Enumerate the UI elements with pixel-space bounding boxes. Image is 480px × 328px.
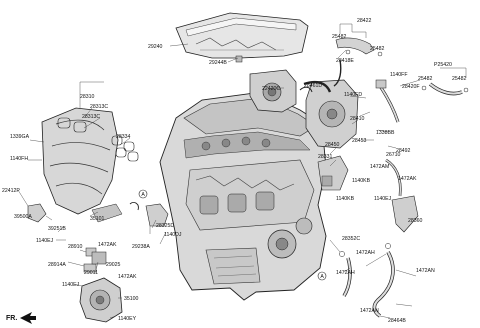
label-28418E: 28418E — [336, 58, 354, 64]
label-35101: 35101 — [90, 216, 105, 222]
throttle-body — [249, 69, 297, 113]
reference-marker-a-1-text: A — [141, 192, 145, 198]
label-28492: 28492 — [396, 148, 411, 154]
electronic-throttle-assembly — [79, 277, 123, 323]
intercooler-pipe — [303, 79, 400, 123]
intercooler-hoses — [333, 37, 469, 96]
front-direction-label: FR. — [6, 315, 17, 322]
label-1140EJ-2: 1140EJ — [62, 282, 80, 288]
oil-cooler — [317, 155, 349, 191]
label-28310: 28310 — [80, 94, 95, 100]
label-29240: 29240 — [148, 44, 163, 50]
label-28420F: 28420F — [402, 84, 420, 90]
label-1472AK-l2: 1472AK — [118, 274, 137, 280]
label-1140EJ-1: 1140EJ — [36, 238, 54, 244]
label-28334: 28334 — [116, 134, 131, 140]
label-28410: 28410 — [350, 116, 365, 122]
label-1140KB: 1140KB — [352, 178, 371, 184]
label-1472AH-2: 1472AH — [336, 270, 355, 276]
label-28325D: 28325D — [156, 223, 174, 229]
label-1472AH-1: 1472AH — [356, 250, 375, 256]
front-arrow-icon — [20, 312, 36, 324]
label-35100: 35100 — [124, 296, 139, 302]
label-1472AN-2: 1472AN — [360, 308, 379, 314]
label-39500A: 39500A — [14, 214, 32, 220]
coolant-hoses — [339, 243, 395, 318]
label-39251B: 39251B — [48, 226, 66, 232]
label-1472AN-1: 1472AN — [416, 268, 435, 274]
sensor-part — [27, 203, 47, 223]
reference-marker-a-2: A — [317, 271, 327, 281]
label-28313C-2: 28313C — [82, 114, 100, 120]
manifold-gaskets — [57, 117, 139, 162]
reference-marker-a-2-text: A — [320, 274, 324, 280]
reference-marker-a-1: A — [138, 189, 148, 199]
label-29011: 29011 — [84, 270, 98, 276]
oil-return-hose — [385, 158, 402, 197]
intake-manifold — [41, 107, 123, 223]
label-22420C: 22420C — [262, 86, 280, 92]
label-1140FF: 1140FF — [390, 72, 408, 78]
label-25482-d: 25482 — [452, 76, 467, 82]
label-28464B: 28464B — [388, 318, 406, 324]
label-29025: 29025 — [106, 262, 121, 268]
leader-lines — [17, 23, 467, 319]
label-28313C-1: 28313C — [90, 104, 108, 110]
label-P25420: P25420 — [434, 62, 452, 68]
label-26710: 26710 — [386, 152, 401, 158]
engine-cover — [175, 12, 309, 63]
part-number-labels: 29240 29244B 28422 25482 25482 28418E P2… — [2, 18, 467, 324]
label-1140FD: 1140FD — [344, 92, 362, 98]
engine-block — [159, 91, 327, 301]
label-28352C: 28352C — [342, 236, 360, 242]
label-28331: 28331 — [318, 154, 333, 160]
label-1140KB-2: 1140KB — [336, 196, 355, 202]
turbocharger — [299, 79, 359, 149]
label-1472AK-r: 1472AK — [398, 176, 417, 182]
label-28360: 28360 — [408, 218, 423, 224]
label-29238A: 29238A — [132, 244, 150, 250]
label-25482-b: 25482 — [370, 46, 385, 52]
label-1472AK-l: 1472AK — [98, 242, 117, 248]
label-1140EY: 1140EY — [118, 316, 137, 322]
label-28914A: 28914A — [48, 262, 66, 268]
label-25482-c: 25482 — [418, 76, 433, 82]
label-1140FH: 1140FH — [10, 156, 28, 162]
purge-control-valve — [83, 247, 107, 273]
label-1338BB: 1338BB — [376, 130, 395, 136]
label-22412P: 22412P — [2, 188, 20, 194]
label-28453: 28453 — [352, 138, 367, 144]
label-28910: 28910 — [68, 244, 83, 250]
water-pump-bracket — [129, 201, 169, 227]
label-1472AM: 1472AM — [370, 164, 389, 170]
label-1140EJ-r: 1140EJ — [374, 196, 392, 202]
label-28450: 28450 — [325, 142, 340, 148]
label-1140DJ: 1140DJ — [164, 232, 182, 238]
label-28461D: 28461D — [304, 83, 322, 89]
front-direction-indicator: FR. — [6, 312, 36, 324]
label-29244B: 29244B — [209, 60, 227, 66]
label-25482-a: 25482 — [332, 34, 347, 40]
label-28422: 28422 — [357, 18, 372, 24]
coolant-pipe-bracket — [391, 195, 419, 233]
label-1339GA: 1339GA — [10, 134, 30, 140]
